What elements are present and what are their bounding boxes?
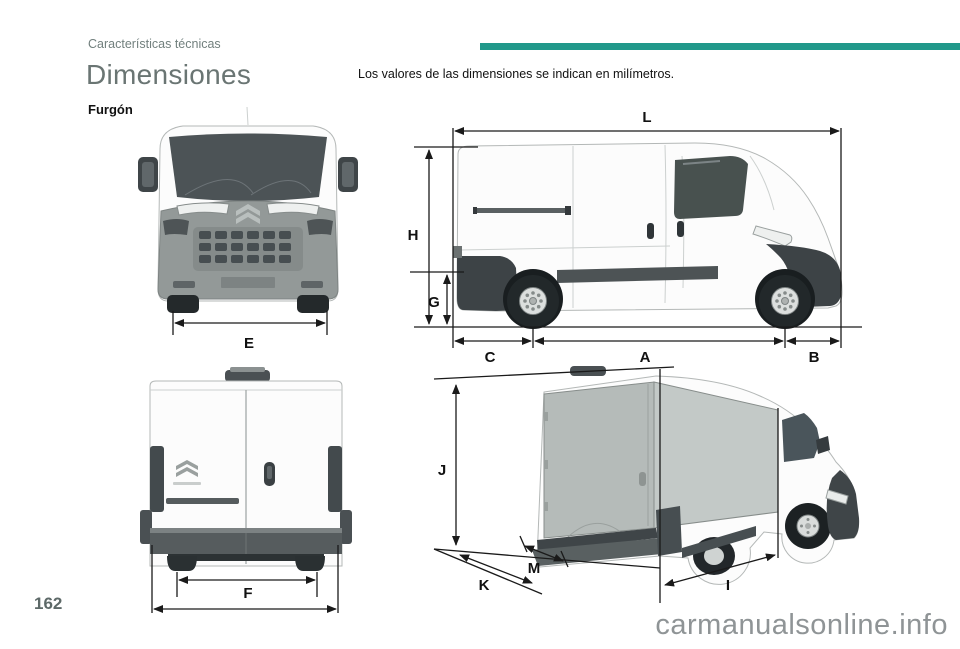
front-bumper — [766, 244, 842, 307]
bumper-side-right — [340, 510, 352, 544]
wheel-front — [759, 275, 811, 327]
hinge — [544, 412, 548, 421]
dim-B-label: B — [809, 349, 820, 366]
headlight-left — [176, 202, 230, 216]
rear-step — [453, 246, 462, 258]
sliding-door-gap — [664, 144, 667, 304]
loading-sill — [537, 528, 658, 552]
page-title: Dimensiones — [86, 59, 252, 90]
dim-L-label: L — [642, 109, 651, 126]
page-number: 162 — [34, 594, 63, 613]
side-view-dimensions: L H G C A B — [408, 109, 862, 366]
van-side-illustration — [453, 142, 843, 329]
door-moulding — [166, 498, 239, 504]
dim-K-label: K — [479, 577, 490, 594]
roof-ref-line — [433, 366, 675, 380]
van-cargo-illustration — [532, 366, 860, 585]
bumper-corner — [656, 506, 682, 556]
door-lock — [267, 466, 272, 479]
watermark: carmanualsonline.info — [655, 609, 948, 641]
dim-J-label: J — [438, 462, 446, 479]
grille — [193, 227, 303, 271]
wheel-rear — [507, 275, 559, 327]
bumper-side-left — [140, 510, 152, 544]
cargo-view-dimensions: J K M I — [433, 366, 779, 603]
dim-I-arrow — [664, 553, 776, 587]
cargo-rear-face — [543, 381, 655, 539]
headlight — [752, 225, 793, 247]
wheel-front-right — [297, 295, 329, 313]
wheel-front-left — [167, 295, 199, 313]
wiper — [250, 180, 312, 196]
dim-F-label: F — [243, 585, 252, 602]
rail-end-cap — [565, 206, 571, 215]
bumper-lip — [150, 528, 342, 533]
dim-I-label: I — [726, 577, 730, 594]
wheel-arch-hump — [567, 522, 623, 538]
fog-recess-left — [163, 219, 189, 235]
tail-light-right — [328, 446, 342, 512]
wiper — [184, 179, 254, 196]
mirror-glass — [342, 162, 354, 187]
citroen-logo — [173, 460, 201, 485]
side-moulding — [557, 266, 718, 283]
van-front-illustration — [138, 106, 358, 313]
dim-C-label: C — [485, 349, 496, 366]
dim-E-label: E — [244, 335, 254, 352]
dim-H-label: H — [408, 227, 419, 244]
door-handle — [639, 472, 646, 486]
rear-view-diagram: F — [140, 367, 352, 613]
front-bumper — [826, 470, 860, 540]
dim-A-label: A — [640, 349, 651, 366]
breadcrumb: Características técnicas — [88, 37, 221, 51]
citroen-logo — [236, 204, 260, 224]
tail-light-left — [150, 446, 164, 512]
windshield — [169, 133, 327, 201]
mirror-glass — [142, 162, 154, 187]
window-reflection — [682, 160, 721, 165]
front-view-diagram: E — [138, 106, 358, 352]
underbody — [168, 554, 324, 561]
door-handle-cab — [677, 221, 684, 237]
hinge — [544, 502, 548, 511]
accent-bar — [480, 43, 960, 50]
body-crease — [459, 245, 671, 251]
wheel-rear-right — [295, 556, 325, 571]
side-skirt — [682, 526, 756, 558]
headlight — [825, 489, 849, 505]
hinge — [544, 460, 548, 469]
headlight-right — [266, 202, 320, 216]
roof-vent-top — [230, 367, 265, 372]
dim-K-arrow — [459, 554, 533, 584]
dim-G-label: G — [428, 294, 440, 311]
cargo-view-diagram: J K M I — [433, 366, 860, 603]
dim-M-label: M — [528, 560, 541, 577]
door-handle-sliding — [647, 223, 654, 239]
roof-vent — [225, 370, 270, 382]
rear-view-dimensions: F — [151, 545, 339, 613]
sliding-door-rail — [473, 208, 567, 213]
windshield-edge — [749, 155, 775, 211]
license-plate-recess — [221, 277, 275, 288]
section-subtitle: Furgón — [88, 102, 133, 117]
dim-M-arrow — [524, 545, 564, 562]
antenna — [246, 106, 249, 126]
dimension-E: E — [172, 311, 328, 352]
rail-front-cap — [473, 207, 477, 214]
rear-bumper — [457, 256, 518, 311]
cab-window — [674, 156, 748, 219]
mirror — [816, 436, 830, 454]
tick-M-left — [519, 535, 528, 553]
lower-intake — [301, 281, 323, 288]
cab-window — [782, 413, 820, 462]
lower-intake — [173, 281, 195, 288]
wheel-rear-left — [167, 556, 197, 571]
van-rear-illustration — [140, 367, 352, 571]
fog-recess-right — [307, 219, 333, 235]
wheel-front — [785, 503, 831, 549]
units-note: Los valores de las dimensiones se indica… — [358, 67, 675, 81]
side-view-diagram: L H G C A B — [408, 109, 862, 366]
